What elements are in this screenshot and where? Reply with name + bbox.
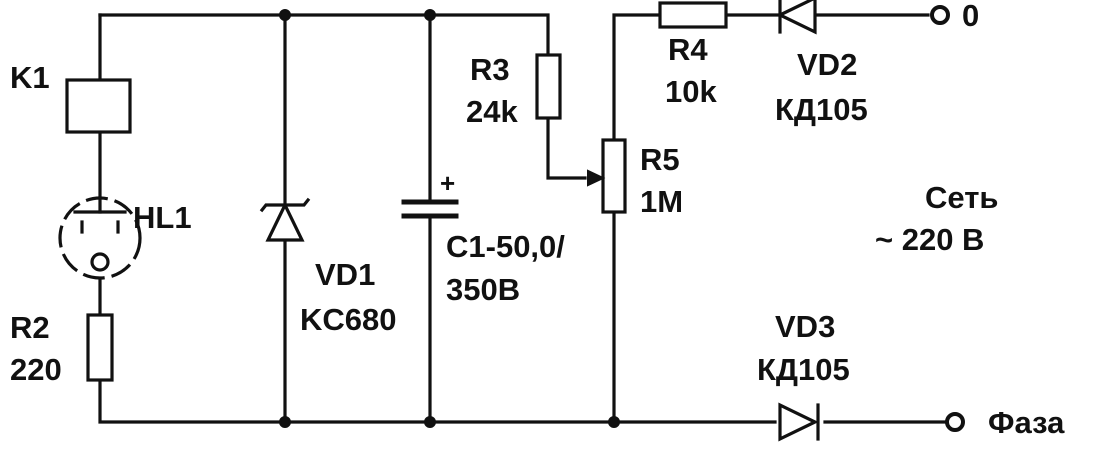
wiper-arrow [587,169,606,187]
lamp-cathode [90,252,110,272]
mains-label-line2: ~ 220 В [875,222,984,257]
mains-label-line1: Сеть [925,180,998,215]
c1-label: C1-50,0/ [446,229,565,264]
r5-r4-wire [612,13,662,142]
terminal-zero [930,5,950,25]
vd3-label: VD3 [775,309,835,344]
diode-vd3 [778,402,820,442]
r2-bottom-wire [98,378,777,424]
terminal-phase [945,412,965,432]
junction-dot [608,416,620,428]
hl1-label: HL1 [133,200,192,235]
terminal-phase-label: Фаза [988,405,1065,440]
r3-label: R3 [470,52,510,87]
vd2-label: VD2 [797,47,857,82]
vd3-value: КД105 [757,352,850,387]
potentiometer-body [601,138,627,214]
junction-dot [424,416,436,428]
vd2-value: КД105 [775,92,868,127]
terminal-zero-label: 0 [962,0,979,33]
junction-dot [279,416,291,428]
diode-triangle [776,0,817,35]
zener-triangle [265,201,305,242]
c1-polarity: + [440,168,455,198]
diode-vd2 [776,0,817,35]
resistor-r4 [658,1,728,29]
vd1-label: VD1 [315,257,375,292]
r3-value: 24k [466,94,518,129]
neon-lamp-hl1 [58,196,142,280]
r2-label: R2 [10,310,50,345]
relay-coil-k1 [65,78,132,134]
r4-value: 10k [665,74,717,109]
capacitor-c1 [401,199,459,219]
r3-wiper-wire [546,116,587,180]
r4-label: R4 [668,32,708,67]
diode-triangle [778,402,819,442]
top-rail-wire [98,13,550,57]
potentiometer-r5 [587,138,627,214]
junction-dot [279,9,291,21]
resistor-r3 [535,53,562,120]
zener-diode-vd1 [259,197,311,242]
junctions [279,9,620,428]
junction-dot [424,9,436,21]
r5-value: 1M [640,184,683,219]
c1-value: 350B [446,272,520,307]
zener-bar [259,197,311,213]
wires [98,13,947,424]
vd1-value: KC680 [300,302,397,337]
r2-value: 220 [10,352,62,387]
resistor-r2 [86,313,114,382]
k1-label: K1 [10,60,50,95]
r5-label: R5 [640,142,680,177]
